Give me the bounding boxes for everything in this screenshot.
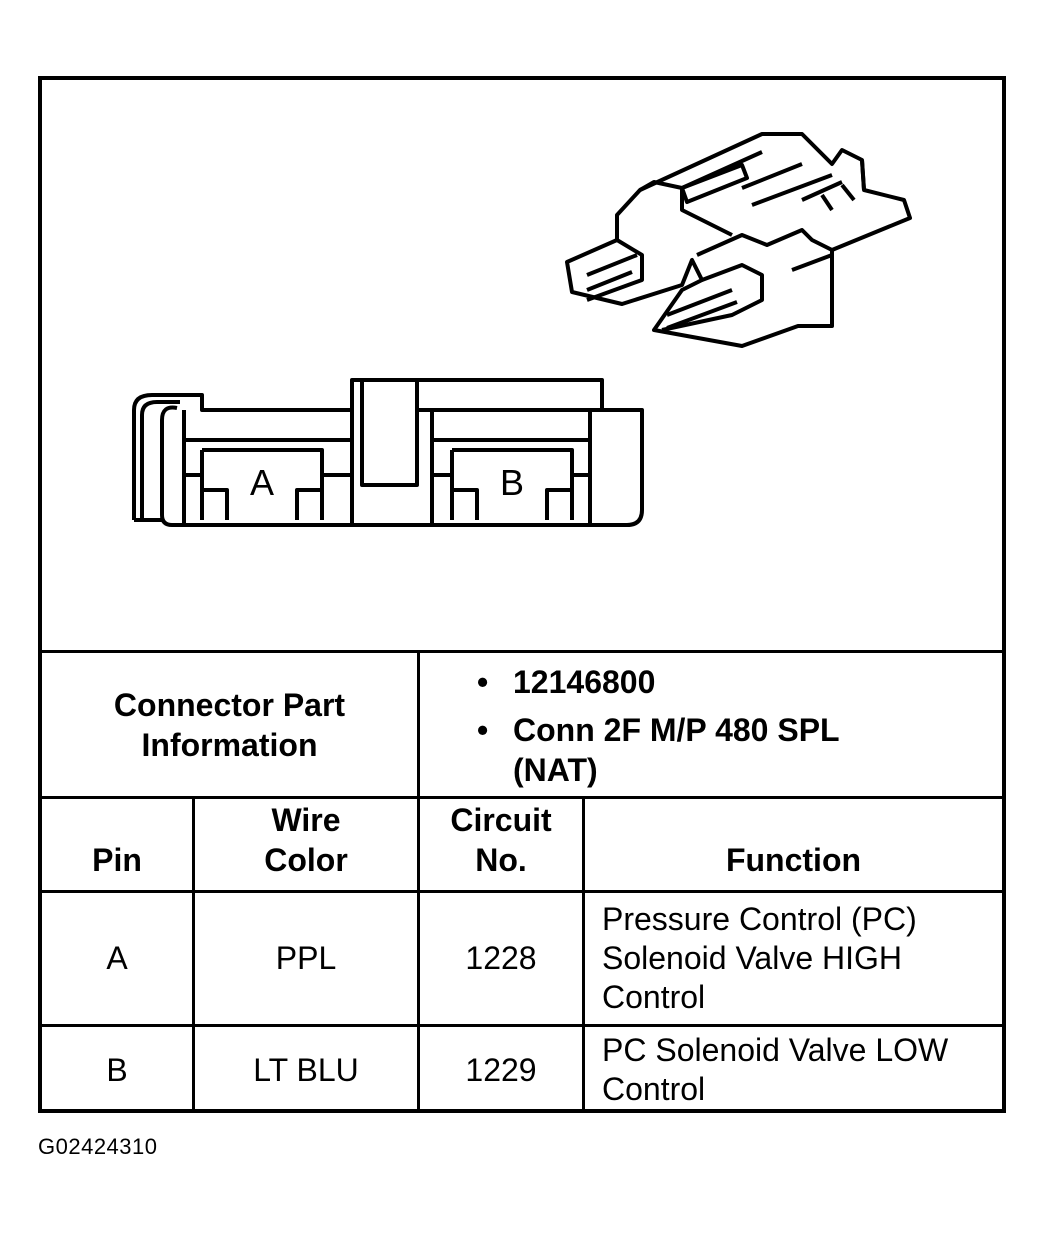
divider <box>42 890 1002 893</box>
divider <box>42 796 1002 799</box>
connector-frame: A B Connector Part Information • 1214680… <box>38 76 1006 1113</box>
figure-id: G02424310 <box>38 1134 158 1159</box>
connector-description-item: • Conn 2F M/P 480 SPL (NAT) <box>477 712 840 788</box>
table-row-wire-color: PPL <box>275 940 337 976</box>
connector-front-view <box>132 378 644 527</box>
divider <box>582 796 585 1113</box>
table-row-function: Pressure Control (PC) Solenoid Valve HIG… <box>602 901 917 1015</box>
pin-b-label: B <box>500 462 524 503</box>
part-number-item: • 12146800 <box>477 664 656 700</box>
header-function: Function <box>725 842 862 878</box>
header-circuit-no: Circuit No. <box>450 802 552 878</box>
connector-illustration: A B <box>132 132 912 527</box>
divider <box>42 1024 1002 1027</box>
table-row-wire-color: LT BLU <box>253 1051 359 1088</box>
header-pin: Pin <box>92 842 142 878</box>
table-row-pin: A <box>106 940 128 976</box>
table-row-function: PC Solenoid Valve LOW Control <box>602 1032 949 1107</box>
connector-isometric-view <box>565 132 912 348</box>
table-row-pin: B <box>106 1051 128 1088</box>
table-row-circuit-no: 1229 <box>465 1051 537 1088</box>
divider <box>42 650 1002 653</box>
header-wire-color: Wire Color <box>264 802 348 878</box>
divider <box>417 650 420 1113</box>
table-row-circuit-no: 1228 <box>465 940 537 976</box>
pin-a-label: A <box>250 462 274 503</box>
divider <box>192 796 195 1113</box>
part-info-label: Connector Part Information <box>113 686 346 763</box>
